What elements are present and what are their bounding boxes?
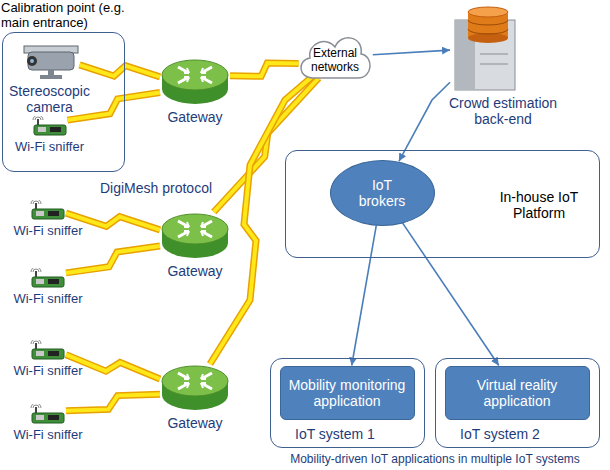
arrow-line — [373, 50, 450, 55]
data-arrow — [403, 223, 499, 366]
node-label: Crowd estimation back-end — [438, 95, 568, 127]
node-label: Gateway — [155, 415, 235, 431]
arrow-line — [352, 225, 377, 365]
sniffer-icon-art — [32, 116, 68, 136]
wireless-link — [66, 394, 160, 411]
app-box: Mobility monitoring application — [280, 366, 415, 420]
gateway-icon: Gateway — [160, 212, 230, 260]
node-label: Mobility monitoring application — [287, 377, 408, 409]
camera-icon-art — [20, 42, 80, 80]
bolt-outline — [66, 246, 160, 273]
bolt-outline — [66, 394, 160, 411]
sniffer-icon-art — [30, 200, 66, 220]
bolt-fill — [214, 78, 319, 212]
sniffer-icon-art — [30, 404, 66, 424]
calibration-group: Calibration point (e.g. main entrance)St… — [2, 32, 125, 172]
node-label: Wi-Fi sniffer — [3, 363, 93, 379]
sniffer-icon: Wi-Fi sniffer — [30, 200, 66, 220]
camera-icon: Stereoscopic camera — [20, 42, 80, 80]
sniffer-icon: Wi-Fi sniffer — [30, 340, 66, 360]
system-group: IoT system 2 Virtual reality application — [435, 358, 600, 448]
node-label: Wi-Fi sniffer — [3, 427, 93, 443]
app-box: Virtual reality application — [445, 366, 590, 420]
node-label: Gateway — [155, 109, 235, 125]
node-label: Virtual reality application — [452, 377, 583, 409]
bolt-fill — [230, 63, 299, 76]
sniffer-icon: Wi-Fi sniffer — [30, 404, 66, 424]
gateway-icon-art — [160, 58, 230, 106]
wireless-link — [230, 63, 299, 76]
data-arrow — [373, 50, 450, 55]
group-title: IoT system 2 — [460, 426, 540, 442]
node-label: Gateway — [155, 263, 235, 279]
node-label: Stereoscopic camera — [2, 83, 97, 115]
data-arrow — [352, 225, 377, 365]
broker-ellipse: IoT brokers — [330, 160, 435, 226]
gateway-icon-art — [160, 364, 230, 412]
gateway-icon: Gateway — [160, 58, 230, 106]
system-group: IoT system 1 Mobility monitoring applicat… — [270, 358, 425, 448]
sniffer-icon-art — [30, 268, 66, 288]
gateway-icon-art — [160, 212, 230, 260]
server-icon: Crowd estimation back-end — [450, 4, 520, 92]
wireless-link — [66, 246, 160, 273]
bolt-fill — [66, 394, 160, 411]
node-label: Wi-Fi sniffer — [3, 223, 93, 239]
bolt-outline — [230, 63, 299, 76]
sniffer-icon: Wi-Fi sniffer — [32, 116, 68, 136]
group-title: Calibration point (e.g. main entrance) — [1, 0, 131, 30]
gateway-icon: Gateway — [160, 364, 230, 412]
wireless-link — [214, 78, 319, 212]
server-icon-art — [450, 4, 520, 92]
group-title: In-house IoT Platform — [489, 189, 589, 221]
bolt-outline — [214, 78, 319, 212]
bolt-fill — [66, 246, 160, 273]
caption-label: Mobility-driven IoT applications in mult… — [262, 452, 608, 466]
bolt-fill — [210, 76, 313, 364]
group-title: IoT system 1 — [295, 426, 375, 442]
sniffer-icon-art — [30, 340, 66, 360]
node-label: Wi-Fi sniffer — [5, 139, 95, 155]
node-label: IoT brokers — [351, 177, 413, 209]
bolt-outline — [80, 65, 161, 77]
wireless-link — [80, 65, 161, 77]
bolt-fill — [80, 65, 161, 77]
sniffer-icon: Wi-Fi sniffer — [30, 268, 66, 288]
arrow-line — [403, 223, 499, 366]
node-label: External networks — [304, 46, 366, 74]
network-cloud: External networks — [295, 28, 375, 86]
bolt-outline — [210, 76, 313, 364]
node-label: Wi-Fi sniffer — [3, 291, 93, 307]
platform-group: In-house IoT Platform IoT brokers — [285, 150, 600, 258]
wireless-link — [210, 76, 313, 364]
protocol-label: DigiMesh protocol — [100, 180, 230, 196]
